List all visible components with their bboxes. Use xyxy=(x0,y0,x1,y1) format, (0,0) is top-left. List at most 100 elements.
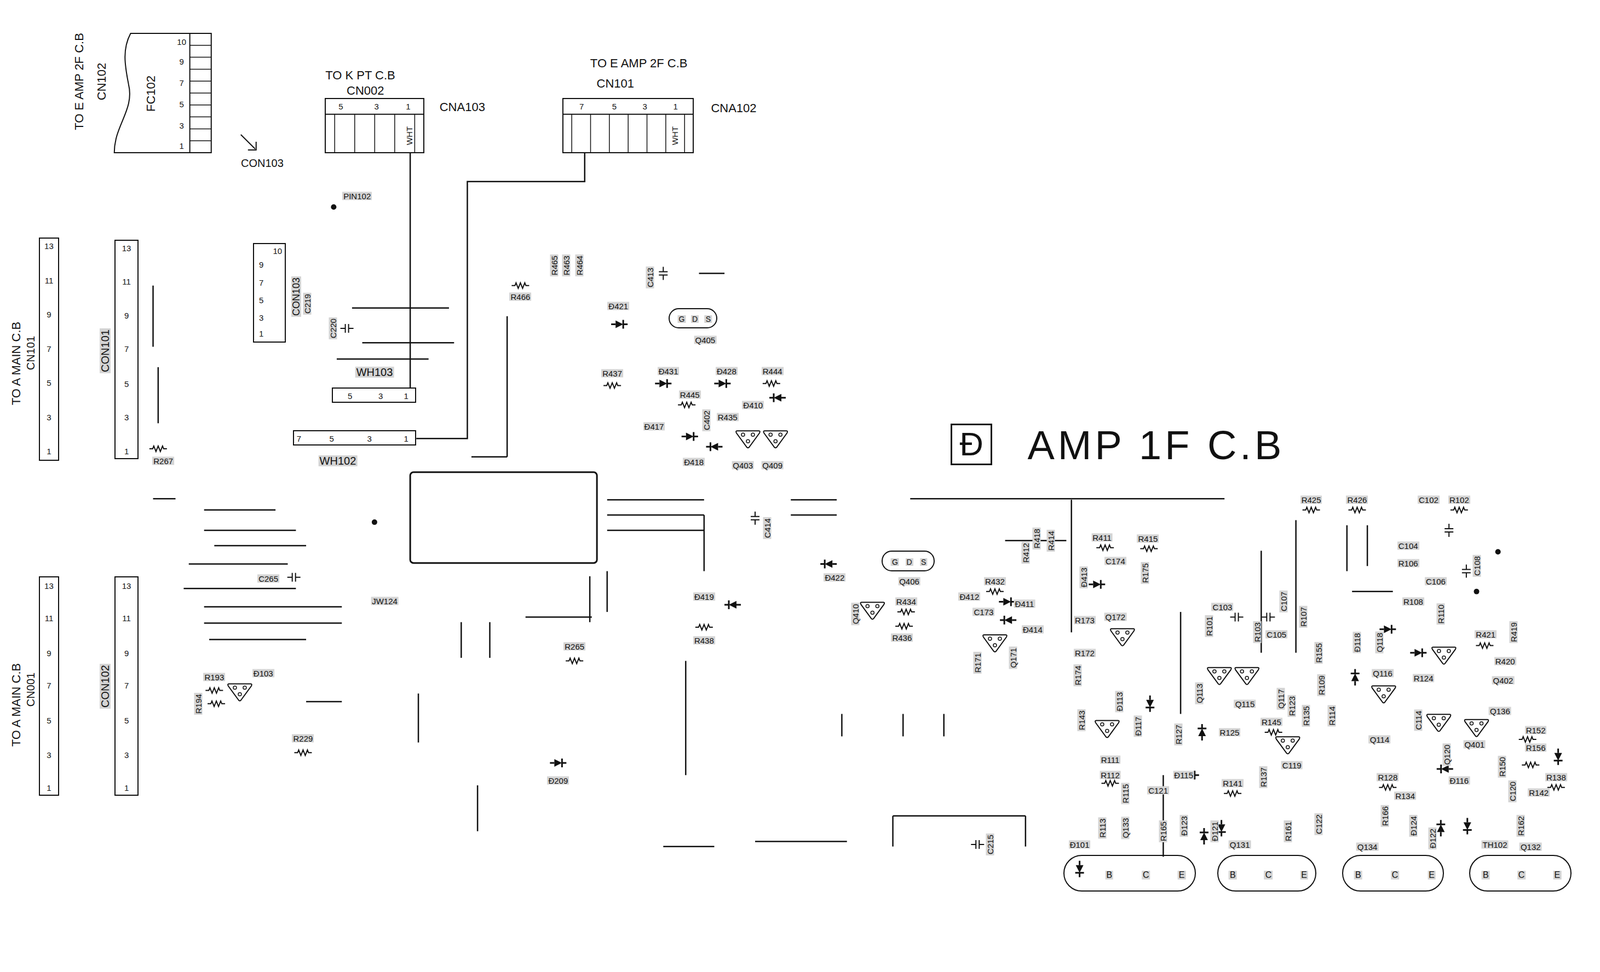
part-label: 7 xyxy=(45,681,53,690)
copper-trace xyxy=(1172,489,1175,847)
transistor-lead xyxy=(993,643,997,648)
node-label: WH103 xyxy=(355,366,395,378)
jumper-wire xyxy=(790,514,837,517)
copper-trace xyxy=(166,219,169,785)
node-label: CON103 xyxy=(291,276,302,318)
header-wire xyxy=(334,114,336,154)
part-label: Đ413 xyxy=(1079,566,1089,589)
part-label: Đ418 xyxy=(682,458,705,467)
node-label: C xyxy=(1264,871,1274,880)
jumper-wire xyxy=(204,606,343,609)
part-label: R141 xyxy=(1221,779,1244,788)
hole-dot xyxy=(371,519,378,526)
transistor-lead xyxy=(751,433,755,437)
jumper-wire xyxy=(471,456,508,459)
copper-traces xyxy=(148,214,1531,949)
part-label: R444 xyxy=(761,367,784,376)
copper-trace xyxy=(1386,489,1389,847)
diode-body xyxy=(1075,865,1084,874)
part-label: Đ421 xyxy=(607,302,630,311)
part-label: R101 xyxy=(1205,615,1214,638)
resistor-symbol xyxy=(1223,791,1242,797)
jumper-wire xyxy=(1070,499,1073,633)
part-label: Đ422 xyxy=(823,573,846,582)
capacitor-plates xyxy=(1462,565,1471,579)
node-label: CON101 xyxy=(99,328,111,374)
node-label: D xyxy=(905,558,913,567)
copper-trace xyxy=(306,240,756,244)
part-label: R463 xyxy=(562,254,571,277)
part-label: C108 xyxy=(1472,555,1481,578)
part-label: WHT xyxy=(670,125,679,147)
part-label: 1 xyxy=(257,329,265,338)
part-label: 5 xyxy=(123,716,130,725)
part-label: R438 xyxy=(693,636,716,646)
part-label: R464 xyxy=(575,254,584,277)
transistor-case xyxy=(1426,714,1452,732)
part-label: 13 xyxy=(121,581,133,590)
copper-trace xyxy=(898,509,1531,512)
node-label: E xyxy=(1553,871,1562,880)
transistor-case xyxy=(1371,686,1396,704)
part-label: R162 xyxy=(1516,815,1525,838)
part-label: R421 xyxy=(1474,630,1497,640)
resistor-symbol xyxy=(205,688,223,694)
part-label: Đ115 xyxy=(1172,771,1195,780)
diode-body xyxy=(728,601,737,609)
resistor-zigzag xyxy=(149,446,168,452)
diode-bar xyxy=(1463,818,1472,835)
node-label: CN101 xyxy=(595,77,636,90)
resistor-symbol xyxy=(895,623,913,630)
copper-trace xyxy=(306,231,756,234)
jumper-wire xyxy=(606,571,609,613)
transistor-case xyxy=(1464,720,1489,738)
jumper-wire xyxy=(152,285,154,348)
diode-bar xyxy=(1197,724,1207,741)
resistor-symbol xyxy=(294,750,312,756)
part-label: Q113 xyxy=(1194,682,1204,705)
part-label: Q402 xyxy=(1492,676,1515,685)
part-label: R420 xyxy=(1494,657,1517,666)
diode-symbol xyxy=(714,379,731,389)
part-label: C114 xyxy=(1414,709,1423,732)
transistor-lead xyxy=(746,439,750,443)
part-label: R434 xyxy=(895,597,918,607)
node-label: Q406 xyxy=(898,577,921,586)
copper-trace xyxy=(234,626,1062,629)
copper-trace xyxy=(234,660,1062,664)
part-label: 3 xyxy=(123,413,130,422)
resistor-symbol xyxy=(986,589,1004,595)
part-label: Đ123 xyxy=(1179,815,1188,838)
part-label: R145 xyxy=(1260,718,1283,727)
resistor-symbol xyxy=(1518,737,1537,743)
node-label: TO K PT C.B xyxy=(324,69,397,82)
diode-symbol xyxy=(1145,695,1155,713)
transistor-symbol xyxy=(1464,720,1489,738)
capacitor-symbol xyxy=(1261,612,1275,622)
diode-bar xyxy=(1075,861,1085,878)
copper-trace xyxy=(234,704,1062,707)
wire-header: WH102 xyxy=(292,430,417,446)
node-label: TO E AMP 2F C.B xyxy=(589,57,689,70)
jumper-wire xyxy=(589,576,591,623)
resistor-zigzag xyxy=(1547,785,1565,791)
transistor-case xyxy=(227,683,252,701)
part-label: C106 xyxy=(1424,577,1447,586)
diode-symbol xyxy=(998,597,1016,607)
part-label: R112 xyxy=(1099,771,1121,780)
copper-trace xyxy=(898,539,1531,543)
part-label: 5 xyxy=(178,100,186,109)
jumper-wire xyxy=(1025,816,1027,848)
part-label: R128 xyxy=(1376,773,1399,782)
jumper-wire xyxy=(336,358,429,361)
diode-bar xyxy=(998,597,1016,607)
pin-row xyxy=(190,56,212,59)
hole-dot xyxy=(1495,549,1501,555)
resistor-symbol xyxy=(1521,762,1540,769)
part-label: R412 xyxy=(1021,542,1030,564)
part-label: C119 xyxy=(1281,761,1303,770)
part-label: Q118 xyxy=(1375,631,1384,654)
part-label: 3 xyxy=(641,101,649,111)
diode-body xyxy=(1198,728,1206,737)
transistor-outline: BCE xyxy=(1469,855,1571,892)
